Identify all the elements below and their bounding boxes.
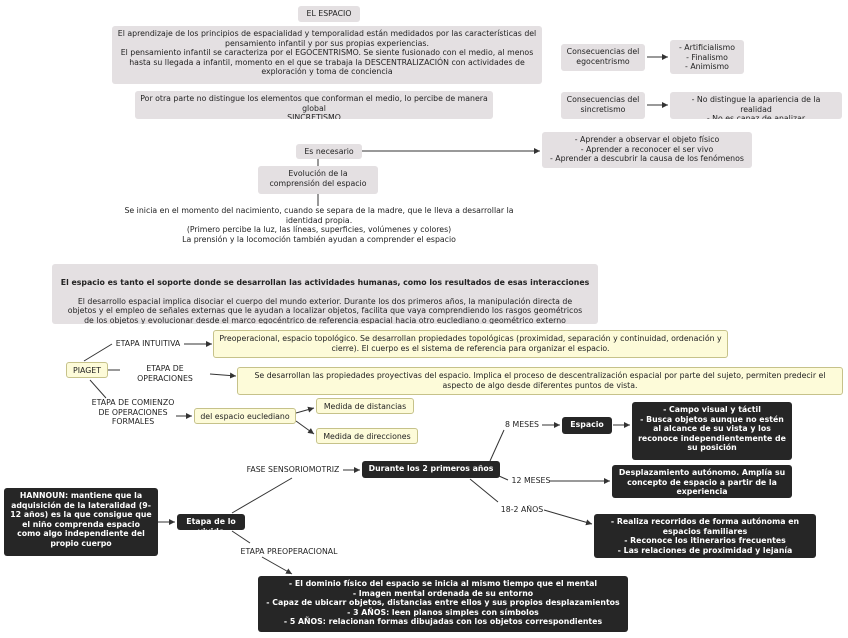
link-piaget-intuitiva	[83, 343, 113, 362]
node-recorridos[interactable]: - Realiza recorridos de forma autónoma e…	[594, 514, 816, 558]
link-vivido-preop	[231, 530, 251, 544]
node-desplazamiento[interactable]: Desplazamiento autónomo. Amplía su conce…	[612, 465, 792, 498]
node-preoperacional[interactable]: Preoperacional, espacio topológico. Se d…	[213, 330, 728, 358]
link-vivido-fase	[231, 477, 293, 514]
link-durante-18	[469, 478, 499, 503]
node-no-distingue[interactable]: - No distingue la apariencia de la reali…	[670, 92, 842, 119]
node-el-espacio[interactable]: EL ESPACIO	[298, 6, 360, 22]
node-hannoun[interactable]: HANNOUN: mantiene que la adquisición de …	[4, 488, 158, 556]
node-es-necesario[interactable]: Es necesario	[296, 144, 362, 159]
label-fase-sensoriomotriz: FASE SENSORIOMOTRIZ	[246, 465, 340, 474]
node-espacio[interactable]: Espacio	[562, 417, 612, 434]
node-campo-visual[interactable]: - Campo visual y táctil - Busca objetos …	[632, 402, 792, 460]
link-durante-8	[489, 429, 505, 462]
node-dominio[interactable]: - El dominio físico del espacio se inici…	[258, 576, 628, 632]
node-artificialismo[interactable]: - Artificialismo - Finalismo - Animismo	[670, 40, 744, 74]
label-18-2-anos: 18-2 AÑOS	[500, 505, 544, 514]
node-aprendizaje[interactable]: El aprendizaje de los principios de espa…	[112, 26, 542, 84]
node-durante-2-anos[interactable]: Durante los 2 primeros años	[362, 461, 500, 478]
node-consecuencias-sincretismo[interactable]: Consecuencias del sincretismo	[561, 92, 645, 119]
link-18-recorridos	[543, 509, 593, 526]
node-se-inicia[interactable]: Se inicia en el momento del nacimiento, …	[124, 206, 514, 244]
link-preop-dominio	[261, 556, 293, 575]
node-euclediano[interactable]: del espacio euclediano	[194, 408, 296, 424]
node-aprender[interactable]: - Aprender a observar el objeto físico -…	[542, 132, 752, 168]
label-etapa-concretas: ETAPA DE OPERACIONES CONCRETAS	[137, 364, 193, 384]
soporte-title: El espacio es tanto el soporte donde se …	[60, 277, 590, 287]
node-etapa-vivido[interactable]: Etapa de lo vivido	[177, 514, 245, 530]
label-8-meses: 8 MESES	[505, 420, 539, 429]
label-etapa-formales: ETAPA DE COMIENZO DE OPERACIONES FORMALE…	[91, 398, 175, 427]
link-eucl-dir	[295, 420, 315, 435]
node-evolucion[interactable]: Evolución de la comprensión del espacio	[258, 166, 378, 194]
node-piaget[interactable]: PIAGET	[66, 362, 108, 378]
soporte-body: El desarrollo espacial implica disociar …	[67, 296, 583, 324]
node-consecuencias-egocentrismo[interactable]: Consecuencias del egocentrismo	[561, 44, 645, 71]
node-soporte[interactable]: El espacio es tanto el soporte donde se …	[52, 264, 598, 324]
label-12-meses: 12 MESES	[511, 476, 551, 485]
link-concretas-proyectivas	[209, 372, 237, 379]
node-medida-distancias[interactable]: Medida de distancias	[316, 398, 414, 414]
node-proyectivas[interactable]: Se desarrollan las propiedades proyectiv…	[237, 367, 843, 395]
link-piaget-formales	[89, 379, 107, 399]
link-eucl-dist	[295, 406, 315, 414]
label-etapa-preoperacional: ETAPA PREOPERACIONAL	[240, 547, 338, 556]
node-sincretismo-desc[interactable]: Por otra parte no distingue los elemento…	[135, 91, 493, 119]
node-medida-direcciones[interactable]: Medida de direcciones	[316, 428, 418, 444]
label-etapa-intuitiva: ETAPA INTUITIVA	[115, 339, 181, 348]
